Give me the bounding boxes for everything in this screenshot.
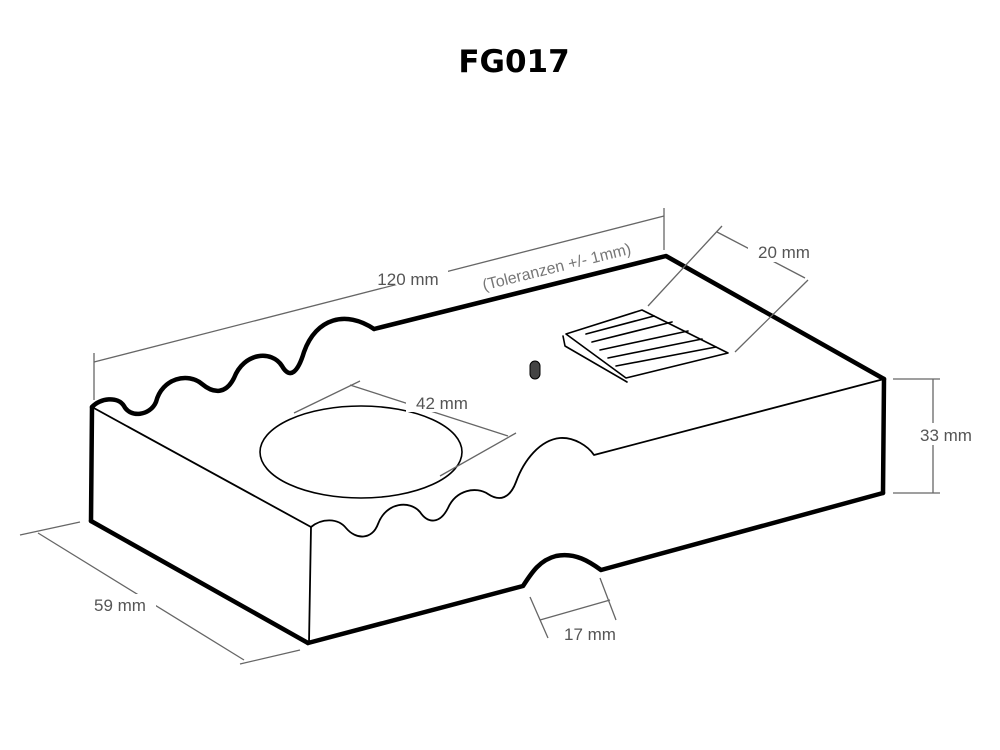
wavy-front-edge bbox=[310, 378, 885, 538]
dimension-depth: 59 mm bbox=[19, 521, 301, 665]
vent-slots bbox=[562, 309, 729, 383]
depth-label: 59 mm bbox=[94, 596, 146, 615]
height-label: 33 mm bbox=[920, 426, 972, 445]
right-edge bbox=[880, 376, 887, 496]
bottom-right-edge bbox=[305, 490, 886, 646]
front-top-edge bbox=[91, 406, 312, 528]
front-corner-edge bbox=[308, 526, 312, 644]
length-label: 120 mm bbox=[377, 270, 438, 289]
dimension-notch: 17 mm bbox=[529, 577, 617, 644]
drawing-title: FG017 bbox=[458, 44, 569, 80]
dimension-slot-width: 20 mm bbox=[647, 225, 820, 353]
notch-width-label: 17 mm bbox=[564, 625, 616, 644]
top-back-edge bbox=[371, 253, 887, 382]
wavy-top-edge bbox=[89, 316, 377, 416]
slot-width-label: 20 mm bbox=[758, 243, 810, 262]
round-hole bbox=[259, 405, 463, 499]
block-body bbox=[88, 253, 887, 646]
dimension-height: 33 mm bbox=[893, 378, 982, 494]
dimension-hole: 42 mm bbox=[293, 380, 517, 477]
tolerance-note: (Toleranzen +/- 1mm) bbox=[481, 241, 633, 294]
left-edge bbox=[88, 404, 95, 524]
small-pin bbox=[529, 360, 541, 380]
dimension-length: 120 mm (Toleranzen +/- 1mm) bbox=[93, 208, 665, 400]
hole-diameter-label: 42 mm bbox=[416, 394, 468, 413]
front-bottom-edge bbox=[88, 518, 311, 646]
